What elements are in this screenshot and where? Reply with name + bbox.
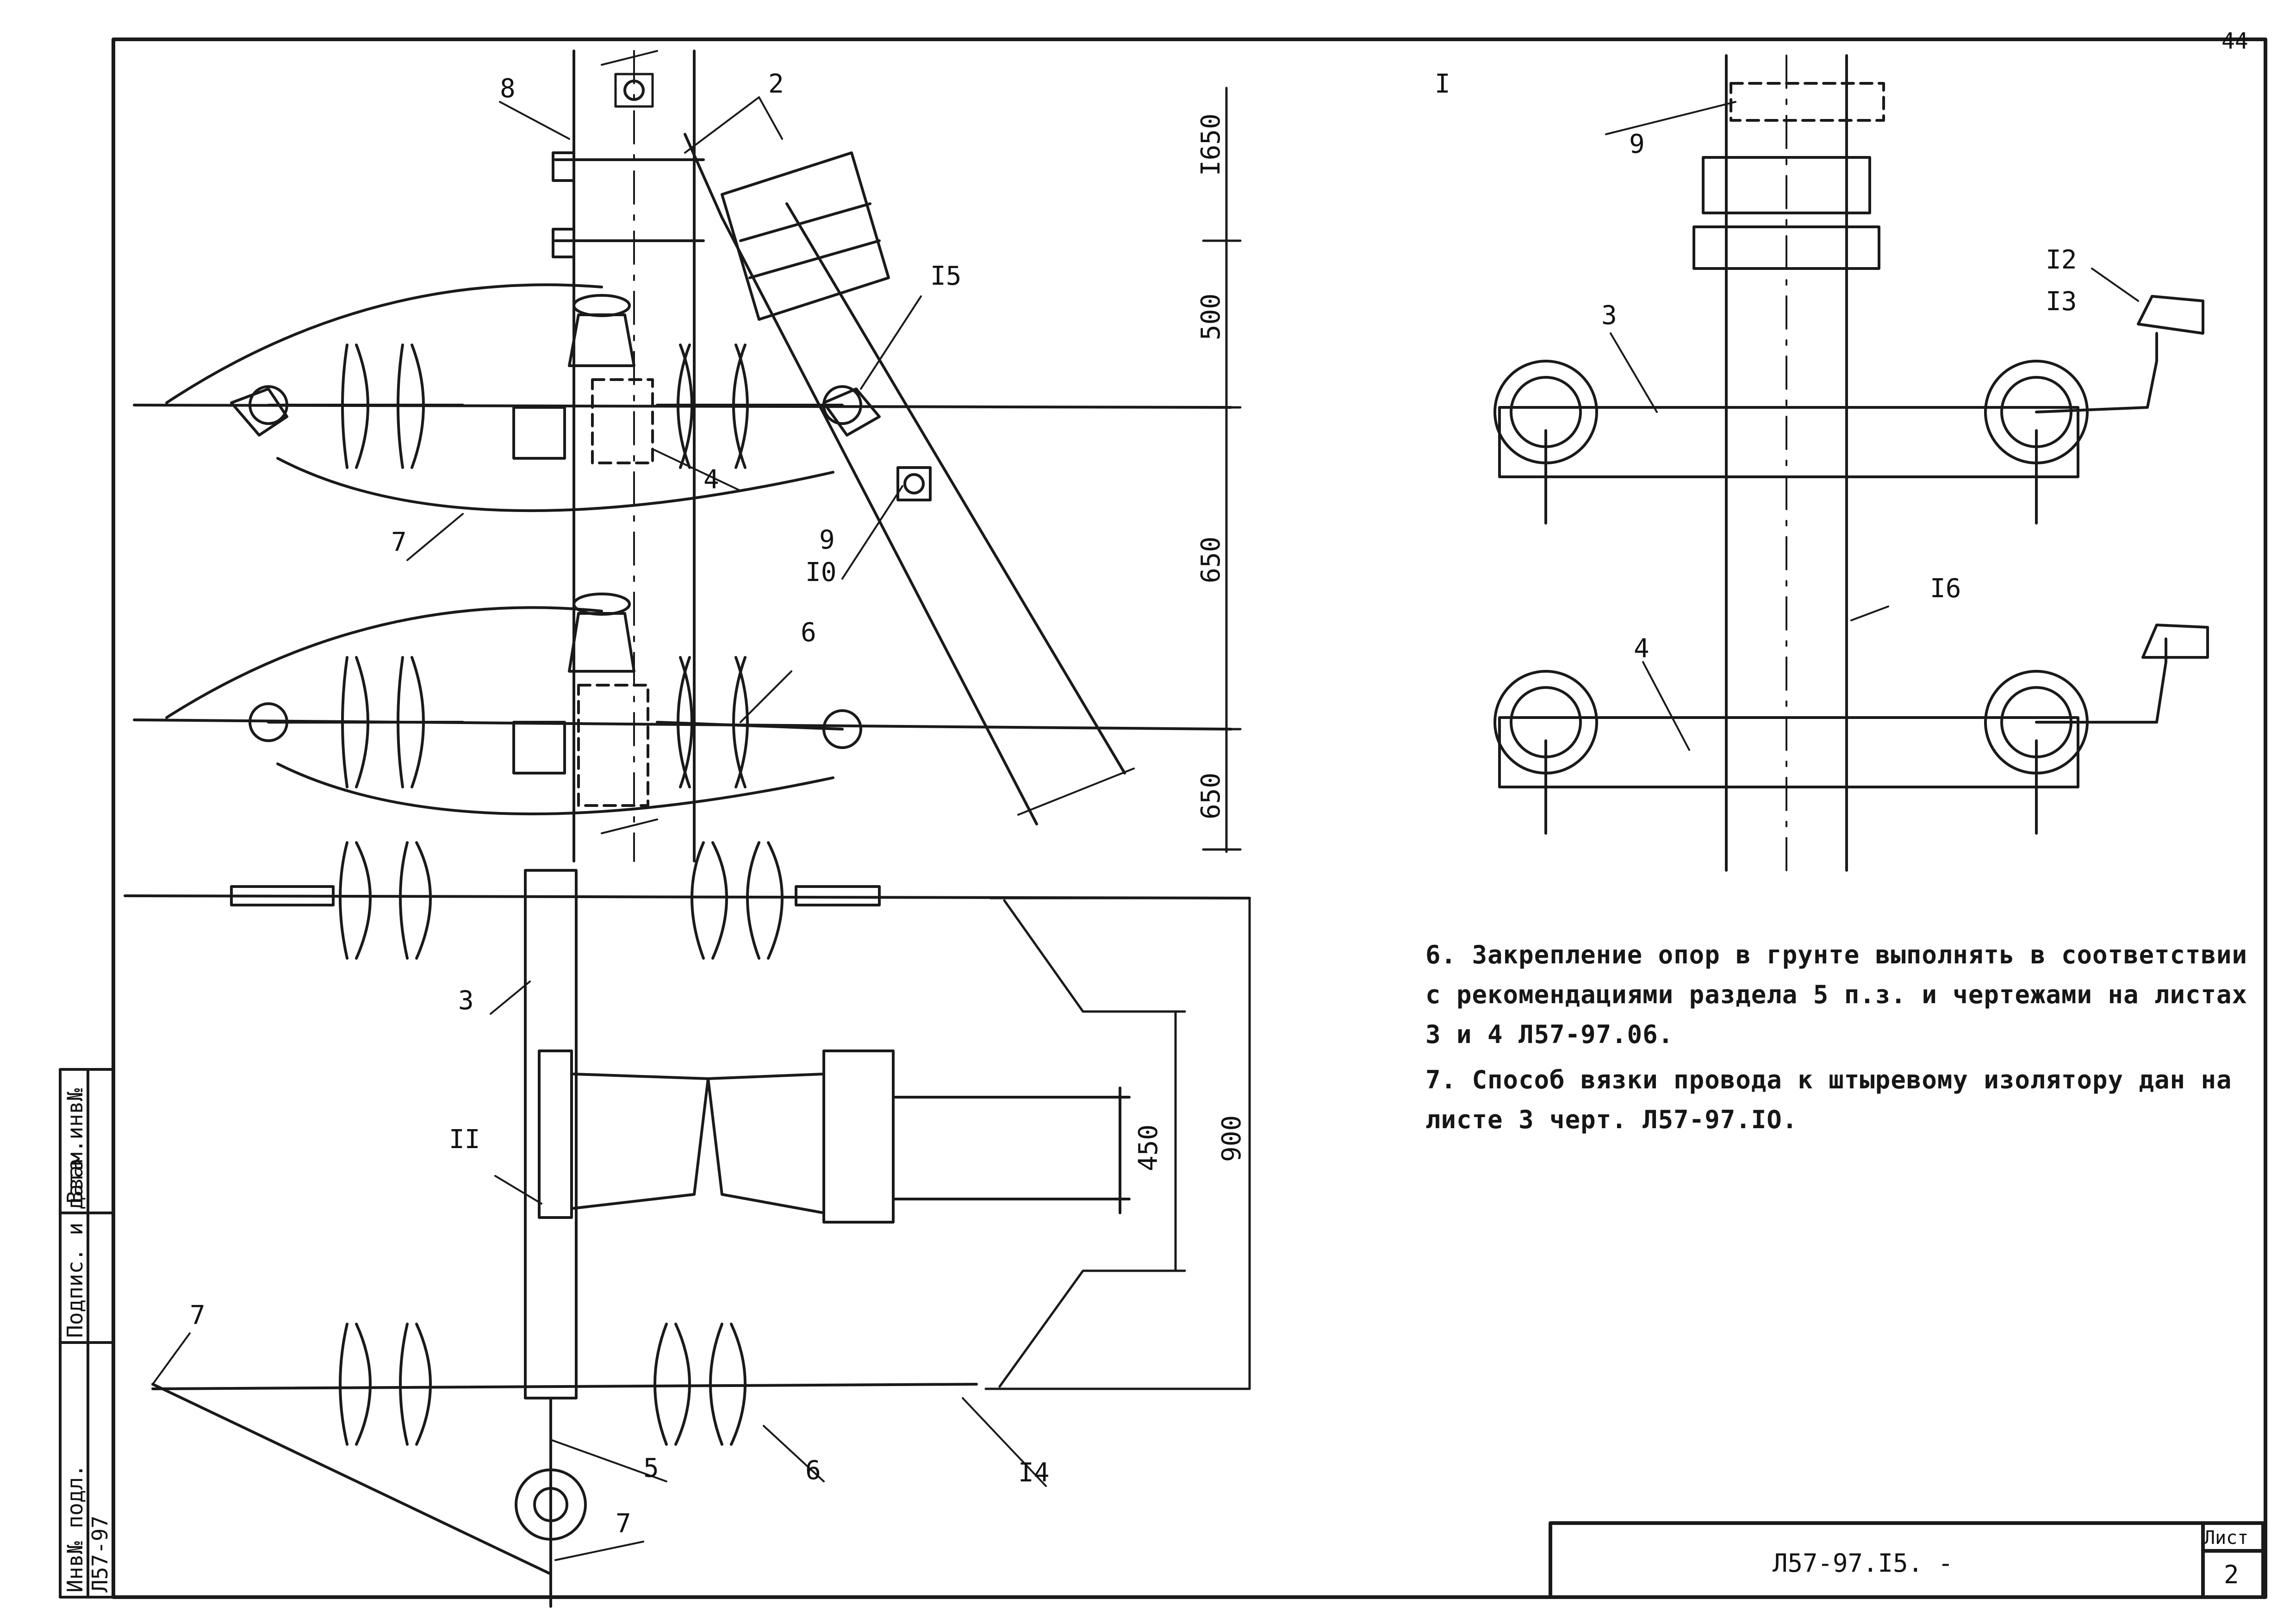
title-block-frame <box>1549 1521 2265 1599</box>
callout-12-view: I2 <box>2046 245 2077 275</box>
dimension-900: 900 <box>1217 1115 1247 1162</box>
callout-14: I4 <box>1018 1458 1049 1488</box>
title-sheet-number: 2 <box>2224 1560 2239 1589</box>
callout-8: 8 <box>500 74 516 104</box>
callout-16-view: I6 <box>1930 574 1961 604</box>
callout-4: 4 <box>703 465 719 495</box>
detail-leader-lines <box>1605 101 2139 751</box>
dimension-650-upper: 650 <box>1196 537 1226 583</box>
dimension-450: 450 <box>1133 1124 1164 1171</box>
callout-7-left: 7 <box>190 1300 205 1330</box>
callout-15: I5 <box>930 261 961 291</box>
title-sheet-label: Лист <box>2204 1527 2248 1549</box>
detail-view-I <box>1493 54 2209 872</box>
callout-13-view: I3 <box>2046 287 2077 317</box>
callout-6-upper: 6 <box>801 618 816 648</box>
view-label-I: I <box>1435 69 1450 99</box>
callout-7-upper: 7 <box>391 527 407 557</box>
note-item-6: 6. Закрепление опор в грунте выполнять в… <box>1425 940 2248 1049</box>
title-doc-code: Л57-97.I5. - <box>1773 1549 1953 1578</box>
stamp-inv-podl: Инв№ подл. <box>62 1464 87 1593</box>
side-stamp-frame <box>59 1068 115 1599</box>
callout-9-view: 9 <box>1629 129 1645 159</box>
callout-II: II <box>449 1124 480 1155</box>
main-elevation-drawing <box>124 50 1251 1608</box>
callout-7-bottom: 7 <box>616 1509 631 1539</box>
dimension-1650: I650 <box>1196 113 1226 176</box>
callout-3-view: 3 <box>1601 300 1617 331</box>
callout-6-lower: 6 <box>805 1455 821 1486</box>
notes-block: 6. Закрепление опор в грунте выполнять в… <box>1425 935 2249 1145</box>
leader-lines <box>152 96 1047 1561</box>
note-item-7: 7. Способ вязки провода к штыревому изол… <box>1425 1065 2232 1134</box>
stamp-inv-number: Л57-97 <box>87 1516 112 1593</box>
dimension-650-lower: 650 <box>1196 773 1226 819</box>
callout-9: 9 <box>819 525 835 555</box>
dimension-500: 500 <box>1196 294 1226 340</box>
callout-5: 5 <box>643 1453 659 1483</box>
page-number: 44 <box>2221 28 2248 54</box>
stamp-podpis-data: Подпис. и дата <box>62 1158 87 1338</box>
dimension-chain <box>1165 87 1242 1272</box>
stamp-vzam-inv: Взам.инв№ <box>62 1088 87 1204</box>
callout-3: 3 <box>458 986 474 1016</box>
callout-4-view: 4 <box>1634 634 1649 664</box>
callout-2: 2 <box>768 69 784 99</box>
sheet-frame <box>112 37 2267 1599</box>
callout-10: I0 <box>805 557 836 587</box>
